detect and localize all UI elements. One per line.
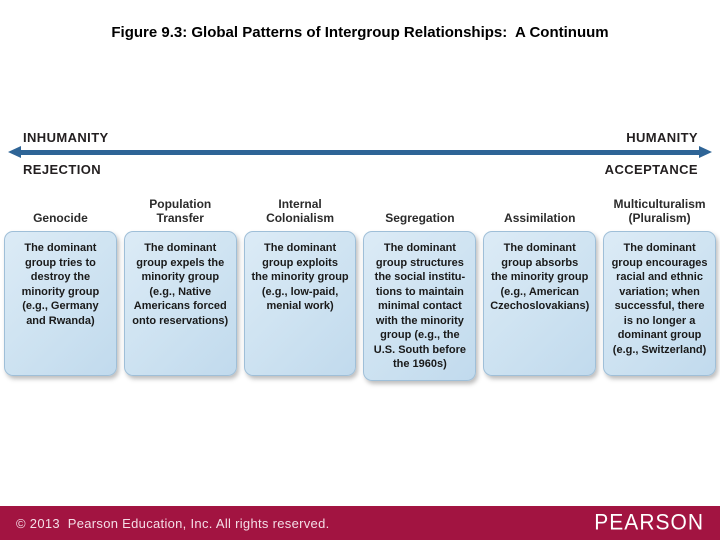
pattern-column-genocide: Genocide The dominant group tries to des… (4, 190, 117, 381)
pattern-description-box: The dominant group encourages racial and… (603, 231, 716, 376)
pattern-label: Segregation (385, 211, 455, 226)
continuum-label-inhumanity: INHUMANITY (23, 130, 109, 145)
pattern-description-box: The dominant group tries to destroy the … (4, 231, 117, 376)
footer-bar: © 2013 Pearson Education, Inc. All right… (0, 506, 720, 540)
pattern-description-box: The dominant group structures the social… (363, 231, 477, 381)
pattern-column-segregation: Segregation The dominant group structure… (363, 190, 477, 381)
arrow-left-icon (8, 146, 21, 158)
copyright-text: © 2013 Pearson Education, Inc. All right… (16, 515, 330, 531)
pattern-column-assimilation: Assimilation The dominant group absorbs … (483, 190, 597, 381)
pattern-label: Genocide (33, 211, 88, 226)
pattern-label: Multiculturalism (Pluralism) (613, 196, 706, 226)
continuum-label-humanity: HUMANITY (626, 130, 698, 145)
continuum-label-acceptance: ACCEPTANCE (604, 162, 698, 177)
pattern-label: Internal Colonialism (266, 196, 335, 226)
figure-title: Figure 9.3: Global Patterns of Intergrou… (111, 24, 609, 41)
pattern-description-box: The dominant group exploits the minority… (243, 231, 357, 376)
pattern-label: Population Transfer (149, 196, 212, 226)
pattern-column-internal-colonialism: Internal Colonialism The dominant group … (243, 190, 357, 381)
pattern-description-box: The dominant group expels the minority g… (123, 231, 237, 376)
arrow-line (19, 150, 701, 155)
pattern-column-population-transfer: Population Transfer The dominant group e… (123, 190, 237, 381)
pattern-column-multiculturalism: Multiculturalism (Pluralism) The dominan… (603, 190, 716, 381)
pattern-label: Assimilation (504, 211, 576, 226)
pearson-logo: PEARSON (594, 510, 704, 535)
continuum-arrow (8, 146, 712, 159)
patterns-row: Genocide The dominant group tries to des… (4, 190, 716, 381)
pattern-description-box: The dominant group absorbs the minority … (483, 231, 597, 376)
continuum-label-rejection: REJECTION (23, 162, 102, 177)
arrow-right-icon (699, 146, 712, 158)
